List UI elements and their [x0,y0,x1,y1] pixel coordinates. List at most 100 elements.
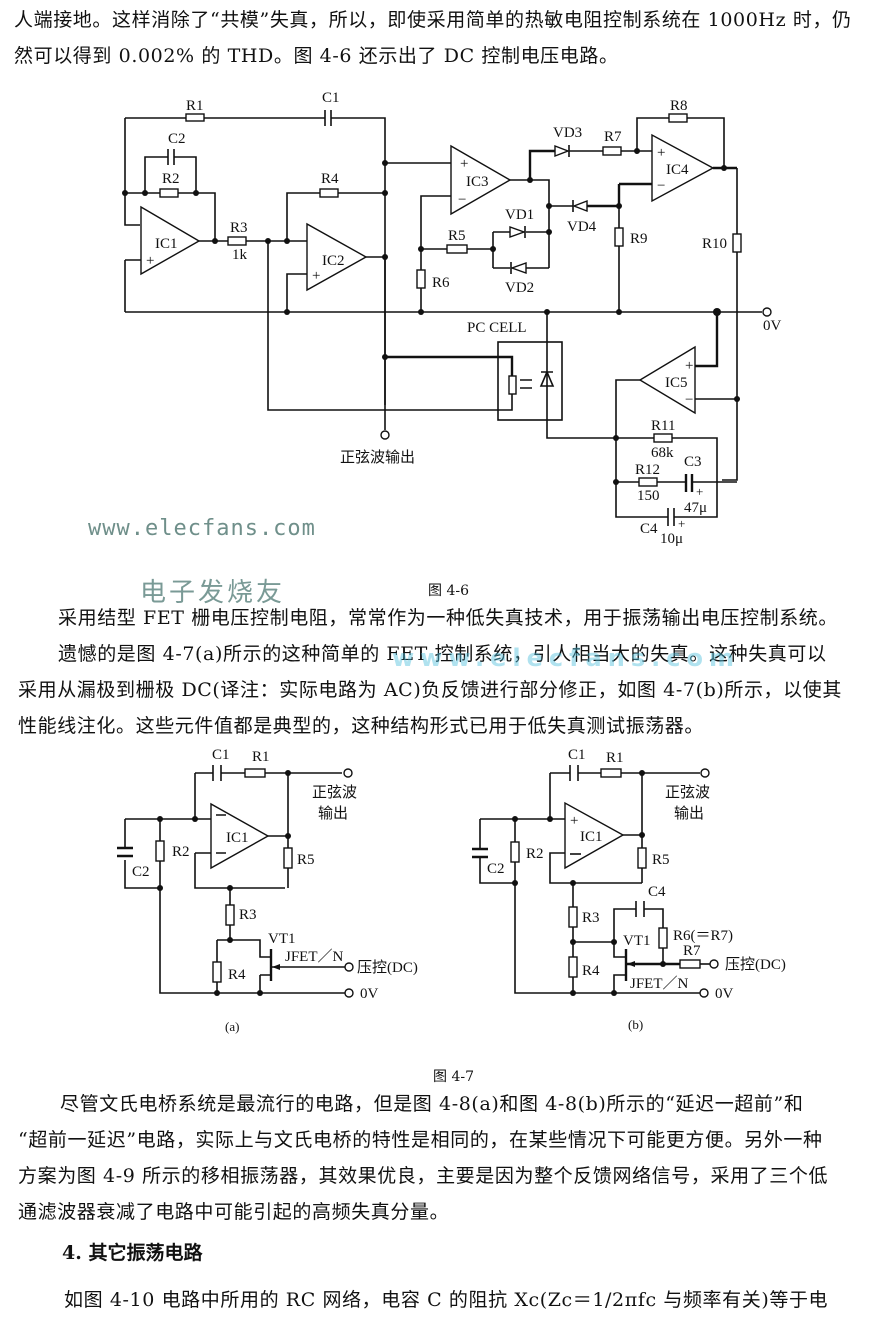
text-line: 尽管文氏电桥系统是最流行的电路，但是图 4-8(a)和图 4-8(b)所示的“延… [60,1093,804,1115]
label-output-2: 输出 [318,805,348,822]
paragraph-top: 人端接地。这样消除了“共模”失真，所以，即使采用简单的热敏电阻控制系统在 100… [0,2,891,74]
label-r8: R8 [670,98,688,114]
svg-text:+: + [678,516,685,531]
ic5-section: IC5 + − R11 68k R12 150 C3 + 47μ C4 + 10… [613,308,740,547]
value-r12: 150 [637,488,660,504]
label-r5: R5 [297,852,315,868]
resistor-r11 [653,433,673,443]
opamp-ic2 [306,222,368,292]
svg-text:+: + [570,813,578,829]
text-line: 性能线注化。这些元件值都是典型的，这种结构形式已用于低失真测试振荡器。 [18,715,705,737]
opamp-ic1 [564,801,625,870]
resistor-r3 [568,906,578,928]
label-0v: 0V [763,318,782,334]
label-c2: C2 [168,131,186,147]
svg-text:+: + [460,156,468,172]
label-vd4: VD4 [567,219,597,235]
resistor-r5 [283,847,293,869]
capacitor-c4 [667,508,675,526]
label-r6: R6(＝R7) [673,928,733,944]
label-r7: R7 [683,943,701,959]
label-jfet: JFET／N [630,975,689,992]
label-0v: 0V [360,986,379,1002]
label-r1: R1 [606,750,624,766]
caption-figure-4-6: 图 4-6 [428,583,469,599]
label-ic4: IC4 [666,162,689,178]
label-r10: R10 [702,236,727,252]
zero-volt-terminal [344,988,354,998]
label-vt1: VT1 [268,931,296,947]
caption-figure-4-7: 图 4-7 [433,1069,474,1085]
label-r4: R4 [321,171,339,187]
control-terminal [709,959,719,969]
resistor-r5 [637,847,647,869]
paragraph-last: 如图 4-10 电路中所用的 RC 网络，电容 C 的阻抗 Xc(Zc＝1/2π… [0,1282,891,1318]
label-c1: C1 [212,747,230,763]
ic1-section: R1 C1 C2 R2 IC1 + R3 1k [122,90,496,411]
label-ic1: IC1 [226,830,249,846]
label-c1: C1 [322,90,340,106]
label-ic2: IC2 [322,253,345,269]
capacitor-c1 [212,765,222,781]
capacitor-c1 [569,765,579,781]
svg-text:−: − [685,392,693,408]
value-c3: 47μ [684,500,707,516]
ic2-section: R4 IC2 + [284,160,388,315]
text-line: 通滤波器衰减了电路中可能引起的高频失真分量。 [18,1201,450,1223]
diode-vd4 [572,199,588,213]
resistor-r4 [319,188,339,198]
capacitor-c4 [635,901,645,917]
capacitor-c2 [472,847,488,859]
pc-cell: PC CELL [385,309,616,439]
opamp-ic4 [651,133,715,203]
text-line: 方案为图 4-9 所示的移相振荡器，其效果优良，主要是因为整个反馈网络信号，采用… [18,1165,829,1187]
resistor-r6 [416,269,426,289]
label-c2: C2 [132,864,150,880]
label-r5: R5 [448,228,466,244]
label-r1: R1 [186,98,204,114]
label-vd1: VD1 [505,207,534,223]
opamp-ic1 [140,205,201,276]
paragraph-mid: 采用结型 FET 栅电压控制电阻，常常作为一种低失真技术，用于振荡输出电压控制系… [0,600,891,744]
resistor-r5 [446,244,468,254]
label-r1: R1 [252,749,270,765]
value-r11: 68k [651,445,674,461]
figure-4-6-schematic: R1 C1 C2 R2 IC1 + R3 1k R4 [122,90,782,547]
watermark-faint: www.elecfans.com [392,644,740,672]
label-r5: R5 [652,852,670,868]
ic3-section: IC3 + − R6 R5 VD1 VD2 VD3 R7 [385,125,640,315]
diode-vd2 [509,262,527,274]
resistor-r8 [668,113,688,123]
label-sine-output: 正弦波输出 [340,449,415,466]
label-control: 压控(DC) [725,956,786,973]
opamp-ic3 [450,144,512,216]
resistor-r9 [614,227,624,247]
label-vd3: VD3 [553,125,582,141]
label-c4: C4 [640,521,658,537]
label-0v: 0V [715,986,734,1002]
label-vt1: VT1 [623,933,651,949]
label-r3: R3 [239,907,257,923]
label-c2: C2 [487,861,505,877]
label-r4: R4 [582,963,600,979]
paragraph-bottom: 尽管文氏电桥系统是最流行的电路，但是图 4-8(a)和图 4-8(b)所示的“延… [0,1086,891,1230]
label-r12: R12 [635,462,660,478]
text-line: 采用从漏极到栅极 DC(译注：实际电路为 AC)负反馈进行部分修正，如图 4-7… [18,679,842,701]
figure-4-7b-schematic: C1 R1 正弦波 输出 IC1 + R5 C2 R2 R3 R4 C4 R6(… [472,747,786,1032]
svg-text:+: + [146,253,154,269]
text-line: 采用结型 FET 栅电压控制电阻，常常作为一种低失真技术，用于振荡输出电压控制系… [58,607,839,629]
resistor-r3 [227,236,247,246]
diode-vd3 [554,144,570,158]
svg-text:−: − [657,178,665,194]
capacitor-c3 [684,474,694,492]
svg-text:+: + [696,484,703,499]
diode-vd1 [509,226,527,238]
value-c4: 10μ [660,531,683,547]
resistor-r6 [658,927,668,949]
resistor-r4 [568,956,578,978]
resistor-r3 [225,904,235,926]
watermark-url: www.elecfans.com [88,516,316,541]
text-line: 然可以得到 0.002% 的 THD。图 4-6 还示出了 DC 控制电压电路。 [14,45,619,67]
text-line: 遗憾的是图 4-7(a)所示的这种简单的 FET 控制系统，引人相当大的失真。这… [58,643,827,665]
watermark-name: 电子发烧友 [140,578,286,608]
